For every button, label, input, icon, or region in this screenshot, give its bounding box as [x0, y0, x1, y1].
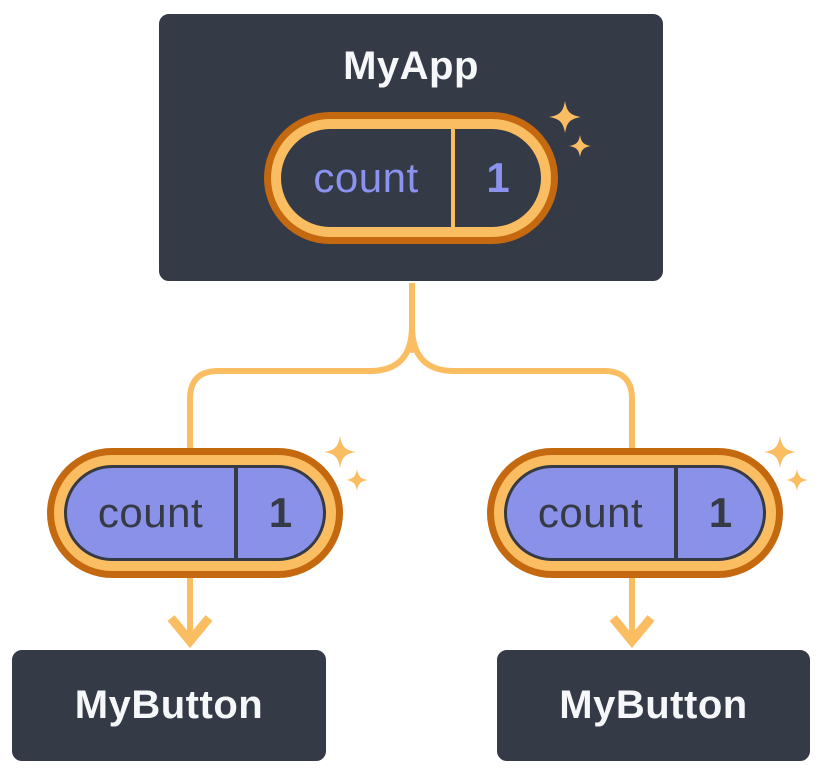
- prop-pill-core: count 1: [64, 465, 326, 561]
- sparkle-icon: [346, 469, 368, 491]
- prop-pill-ring: count 1: [54, 455, 336, 571]
- state-pill-core: count 1: [281, 129, 541, 227]
- state-pill: count 1: [264, 112, 558, 244]
- arrow-down-icon: [167, 615, 213, 649]
- state-name-label: count: [313, 154, 419, 201]
- child-component-card-right: MyButton: [495, 648, 812, 763]
- branch-left-line: [187, 278, 415, 458]
- child-component-title: MyButton: [559, 683, 748, 727]
- arrow-down-icon: [609, 615, 655, 649]
- pill-divider: [451, 129, 455, 227]
- prop-value: 1: [708, 489, 733, 536]
- prop-pill-core: count 1: [504, 465, 766, 561]
- root-component-title: MyApp: [343, 44, 479, 88]
- sparkle-icon: [786, 469, 808, 491]
- prop-pill-ring: count 1: [494, 455, 776, 571]
- pill-divider: [674, 468, 678, 558]
- child-component-card-left: MyButton: [10, 648, 328, 763]
- prop-name-label: count: [97, 489, 204, 536]
- prop-name-label: count: [537, 489, 644, 536]
- state-value: 1: [486, 154, 510, 201]
- sparkle-icon: [324, 436, 356, 468]
- root-component-card: MyApp count 1: [157, 12, 665, 283]
- prop-pill-right: count 1: [487, 448, 783, 578]
- prop-pill-left: count 1: [47, 448, 343, 578]
- state-pill-ring: count 1: [271, 119, 551, 237]
- branch-right-line: [409, 278, 635, 458]
- child-component-title: MyButton: [74, 683, 264, 727]
- sparkle-icon: [764, 436, 796, 468]
- prop-value: 1: [268, 489, 293, 536]
- pill-divider: [234, 468, 238, 558]
